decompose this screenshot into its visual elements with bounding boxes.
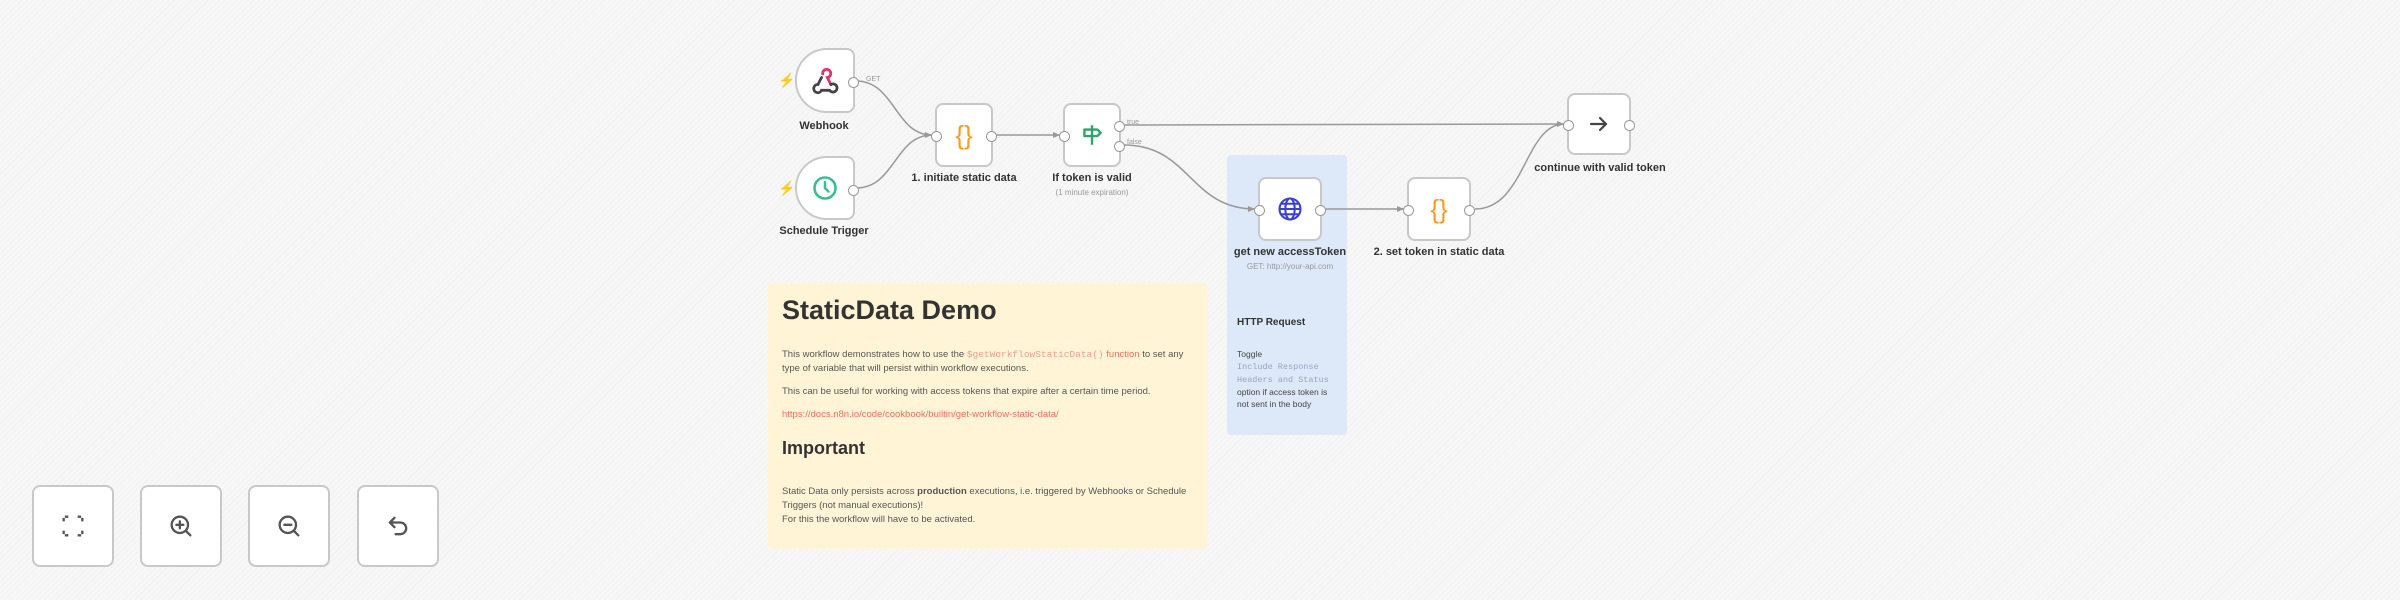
- node-label: If token is valid: [1052, 172, 1132, 184]
- connection-if-true-continue: [1123, 123, 1565, 126]
- zoom-out-icon: [278, 515, 300, 537]
- node-set-token-static-data[interactable]: {}: [1403, 177, 1475, 241]
- input-port[interactable]: [931, 131, 942, 142]
- node-schedule-trigger[interactable]: [795, 156, 859, 220]
- text: to set any type of variable that will pe…: [782, 349, 1184, 374]
- function-link[interactable]: function: [1103, 349, 1140, 360]
- node-label: 1. initiate static data: [911, 172, 1017, 184]
- text: Static Data only persists across: [782, 486, 918, 497]
- output-port[interactable]: [1315, 205, 1326, 216]
- fit-view-button[interactable]: [32, 485, 114, 567]
- text: For this the workflow will have to be ac…: [782, 514, 976, 525]
- connection-schedule-initiate: [855, 134, 933, 189]
- code-text: Include Response Headers and Status: [1237, 362, 1329, 385]
- false-label: false: [1127, 139, 1142, 146]
- braces-icon: {}: [1430, 193, 1448, 224]
- sticky-paragraph-2: This can be useful for working with acce…: [782, 386, 1151, 397]
- zoom-out-button[interactable]: [248, 485, 330, 567]
- node-label: get new accessToken: [1233, 246, 1347, 258]
- fit-view-icon: [62, 515, 84, 537]
- text: option if access token is not sent in th…: [1237, 387, 1328, 409]
- docs-link[interactable]: https://docs.n8n.io/code/cookbook/builti…: [782, 409, 1059, 420]
- node-label: continue with valid token: [1534, 162, 1666, 174]
- node-initiate-static-data[interactable]: {}: [931, 103, 997, 167]
- zoom-in-icon: [170, 515, 192, 537]
- bold-text: production: [917, 486, 967, 497]
- undo-button[interactable]: [357, 485, 439, 567]
- input-port[interactable]: [1403, 205, 1414, 216]
- text: This workflow demonstrates how to use th…: [782, 349, 967, 360]
- signpost-icon: [1083, 125, 1102, 145]
- connection-webhook-initiate: [855, 80, 933, 136]
- connection-if-false-http: [1123, 144, 1256, 210]
- output-port[interactable]: [1464, 205, 1475, 216]
- globe-icon: [1278, 197, 1302, 221]
- arrow-right-icon: [1589, 116, 1608, 132]
- input-port[interactable]: [1563, 120, 1574, 131]
- node-label: Schedule Trigger: [779, 225, 869, 237]
- sticky-paragraph-3: Static Data only persists across product…: [782, 485, 1194, 527]
- output-port[interactable]: [986, 131, 997, 142]
- sticky-heading-important: Important: [782, 438, 865, 458]
- sticky-title: StaticData Demo: [782, 295, 997, 325]
- webhook-icon: [812, 67, 839, 94]
- output-port[interactable]: [848, 185, 859, 196]
- code-text: $getWorkflowStaticData(): [966, 349, 1104, 360]
- output-port[interactable]: [1624, 120, 1635, 131]
- node-get-new-access-token[interactable]: [1254, 177, 1326, 241]
- output-port-false[interactable]: [1114, 141, 1125, 152]
- node-webhook[interactable]: [795, 48, 859, 113]
- trigger-bolt-icon: ⚡: [778, 72, 796, 88]
- output-port-true[interactable]: [1114, 121, 1125, 132]
- text: Toggle: [1237, 349, 1263, 359]
- output-port[interactable]: [848, 77, 859, 88]
- sticky-note-static-data-demo[interactable]: StaticData Demo This workflow demonstrat…: [768, 283, 1208, 549]
- node-subtitle: GET: http://your-api.com: [1246, 262, 1334, 271]
- input-port[interactable]: [1254, 205, 1265, 216]
- text: executions, i.e. triggered by Webhooks o…: [782, 486, 1187, 511]
- node-if-token-valid[interactable]: [1059, 103, 1125, 167]
- node-label: Webhook: [799, 120, 849, 132]
- node-label: 2. set token in static data: [1373, 246, 1505, 258]
- zoom-in-button[interactable]: [140, 485, 222, 567]
- connection-settoken-continue: [1474, 123, 1565, 210]
- braces-icon: {}: [955, 119, 973, 150]
- trigger-bolt-icon: ⚡: [778, 180, 796, 196]
- output-label: GET: [866, 76, 881, 83]
- sticky-http-title: HTTP Request: [1237, 317, 1306, 328]
- input-port[interactable]: [1059, 131, 1070, 142]
- node-continue-valid-token[interactable]: [1563, 93, 1635, 155]
- true-label: true: [1127, 119, 1140, 126]
- undo-icon: [388, 516, 408, 536]
- sticky-paragraph-1: This workflow demonstrates how to use th…: [782, 348, 1194, 376]
- clock-icon: [813, 176, 837, 200]
- node-subtitle: (1 minute expiration): [1055, 188, 1129, 197]
